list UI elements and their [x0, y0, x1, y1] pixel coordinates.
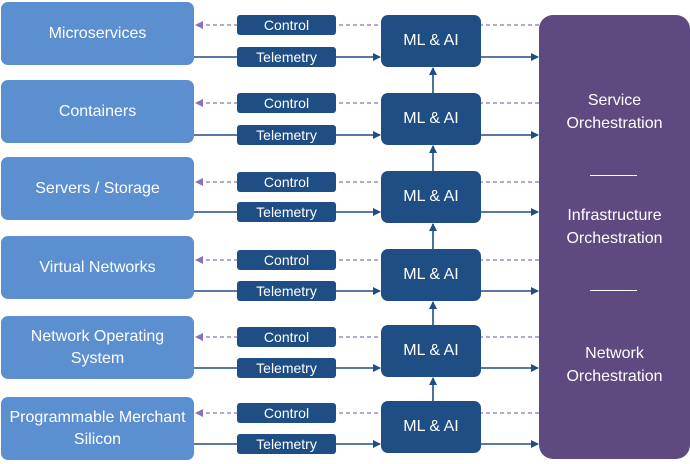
layer-box-virtual-networks: Virtual Networks — [1, 236, 194, 299]
ml-ai-box: ML & AI — [381, 171, 481, 223]
ml-ai-box: ML & AI — [381, 15, 481, 67]
control-label: Control — [237, 327, 336, 347]
control-label: Control — [237, 172, 336, 192]
control-label: Control — [237, 15, 336, 35]
layer-box-network-operating-system: Network Operating System — [1, 316, 194, 379]
telemetry-label: Telemetry — [237, 281, 336, 301]
telemetry-label: Telemetry — [237, 202, 336, 222]
service-orchestration-label: Service Orchestration — [566, 92, 663, 132]
control-label: Control — [237, 250, 336, 270]
infrastructure-orchestration-label: Infrastructure Orchestration — [566, 207, 663, 247]
telemetry-label: Telemetry — [237, 47, 336, 67]
telemetry-label: Telemetry — [237, 434, 336, 454]
ml-ai-box: ML & AI — [381, 249, 481, 301]
layer-box-servers-storage: Servers / Storage — [1, 157, 194, 220]
telemetry-label: Telemetry — [237, 125, 336, 145]
ml-ai-box: ML & AI — [381, 325, 481, 377]
layer-box-microservices: Microservices — [1, 2, 194, 65]
ml-ai-box: ML & AI — [381, 93, 481, 145]
control-label: Control — [237, 403, 336, 423]
orchestration-divider — [590, 290, 637, 291]
layer-box-containers: Containers — [1, 80, 194, 143]
ml-ai-box: ML & AI — [381, 401, 481, 453]
layer-box-programmable-merchant-silicon: Programmable Merchant Silicon — [1, 397, 194, 460]
network-orchestration-label: Network Orchestration — [566, 345, 663, 385]
orchestration-panel: Service Orchestration Infrastructure Orc… — [539, 15, 690, 459]
control-label: Control — [237, 93, 336, 113]
orchestration-divider — [590, 175, 637, 176]
telemetry-label: Telemetry — [237, 358, 336, 378]
